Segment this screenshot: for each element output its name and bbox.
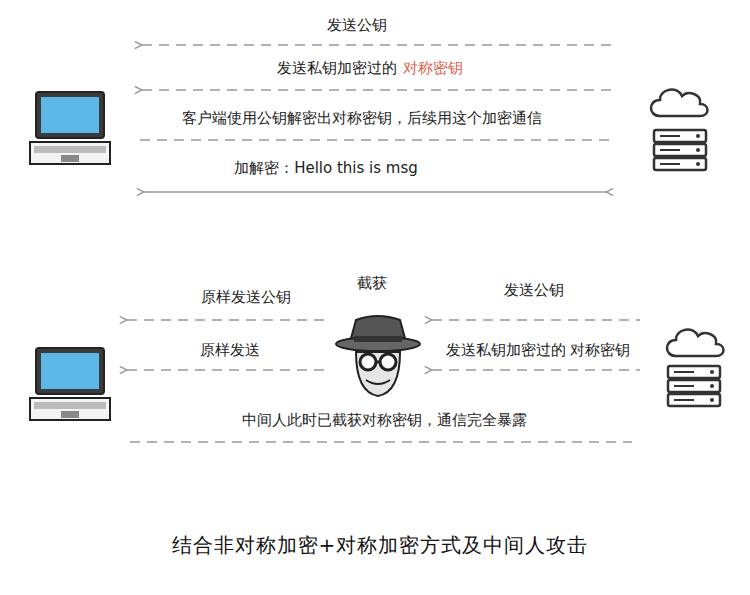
caption: 结合非对称加密+对称加密方式及中间人攻击 <box>172 532 589 558</box>
annotation-label: 对称密钥 <box>403 58 463 78</box>
annotation-label: 截获 <box>357 273 387 293</box>
annotation-label: 发送公钥 <box>504 280 564 300</box>
server-icon <box>667 330 724 406</box>
annotation-label: 发送私钥加密过的 对称密钥 <box>446 340 631 360</box>
hacker-icon <box>336 316 420 396</box>
dashed-line <box>140 139 615 141</box>
annotation-label: 客户端使用公钥解密出对称密钥，后续用这个加密通信 <box>182 108 542 128</box>
dashed-arrow <box>142 44 615 46</box>
dashed-arrow <box>432 369 640 371</box>
dashed-arrow <box>142 89 615 91</box>
double-arrow <box>144 191 606 193</box>
server-icon <box>651 90 708 170</box>
annotation-label: 中间人此时已截获对称密钥，通信完全暴露 <box>242 410 527 430</box>
laptop-icon <box>30 348 110 420</box>
annotation-label: 加解密：Hello this is msg <box>234 158 418 178</box>
annotation-label: 发送私钥加密过的 <box>277 58 397 78</box>
dashed-arrow <box>127 369 330 371</box>
laptop-icon <box>30 92 110 164</box>
dashed-arrow <box>432 319 640 321</box>
dashed-arrow <box>127 319 330 321</box>
annotation-label: 原样发送公钥 <box>201 287 291 307</box>
annotation-label: 原样发送 <box>200 340 260 360</box>
annotation-label: 发送公钥 <box>327 15 387 35</box>
dashed-line <box>130 441 632 443</box>
